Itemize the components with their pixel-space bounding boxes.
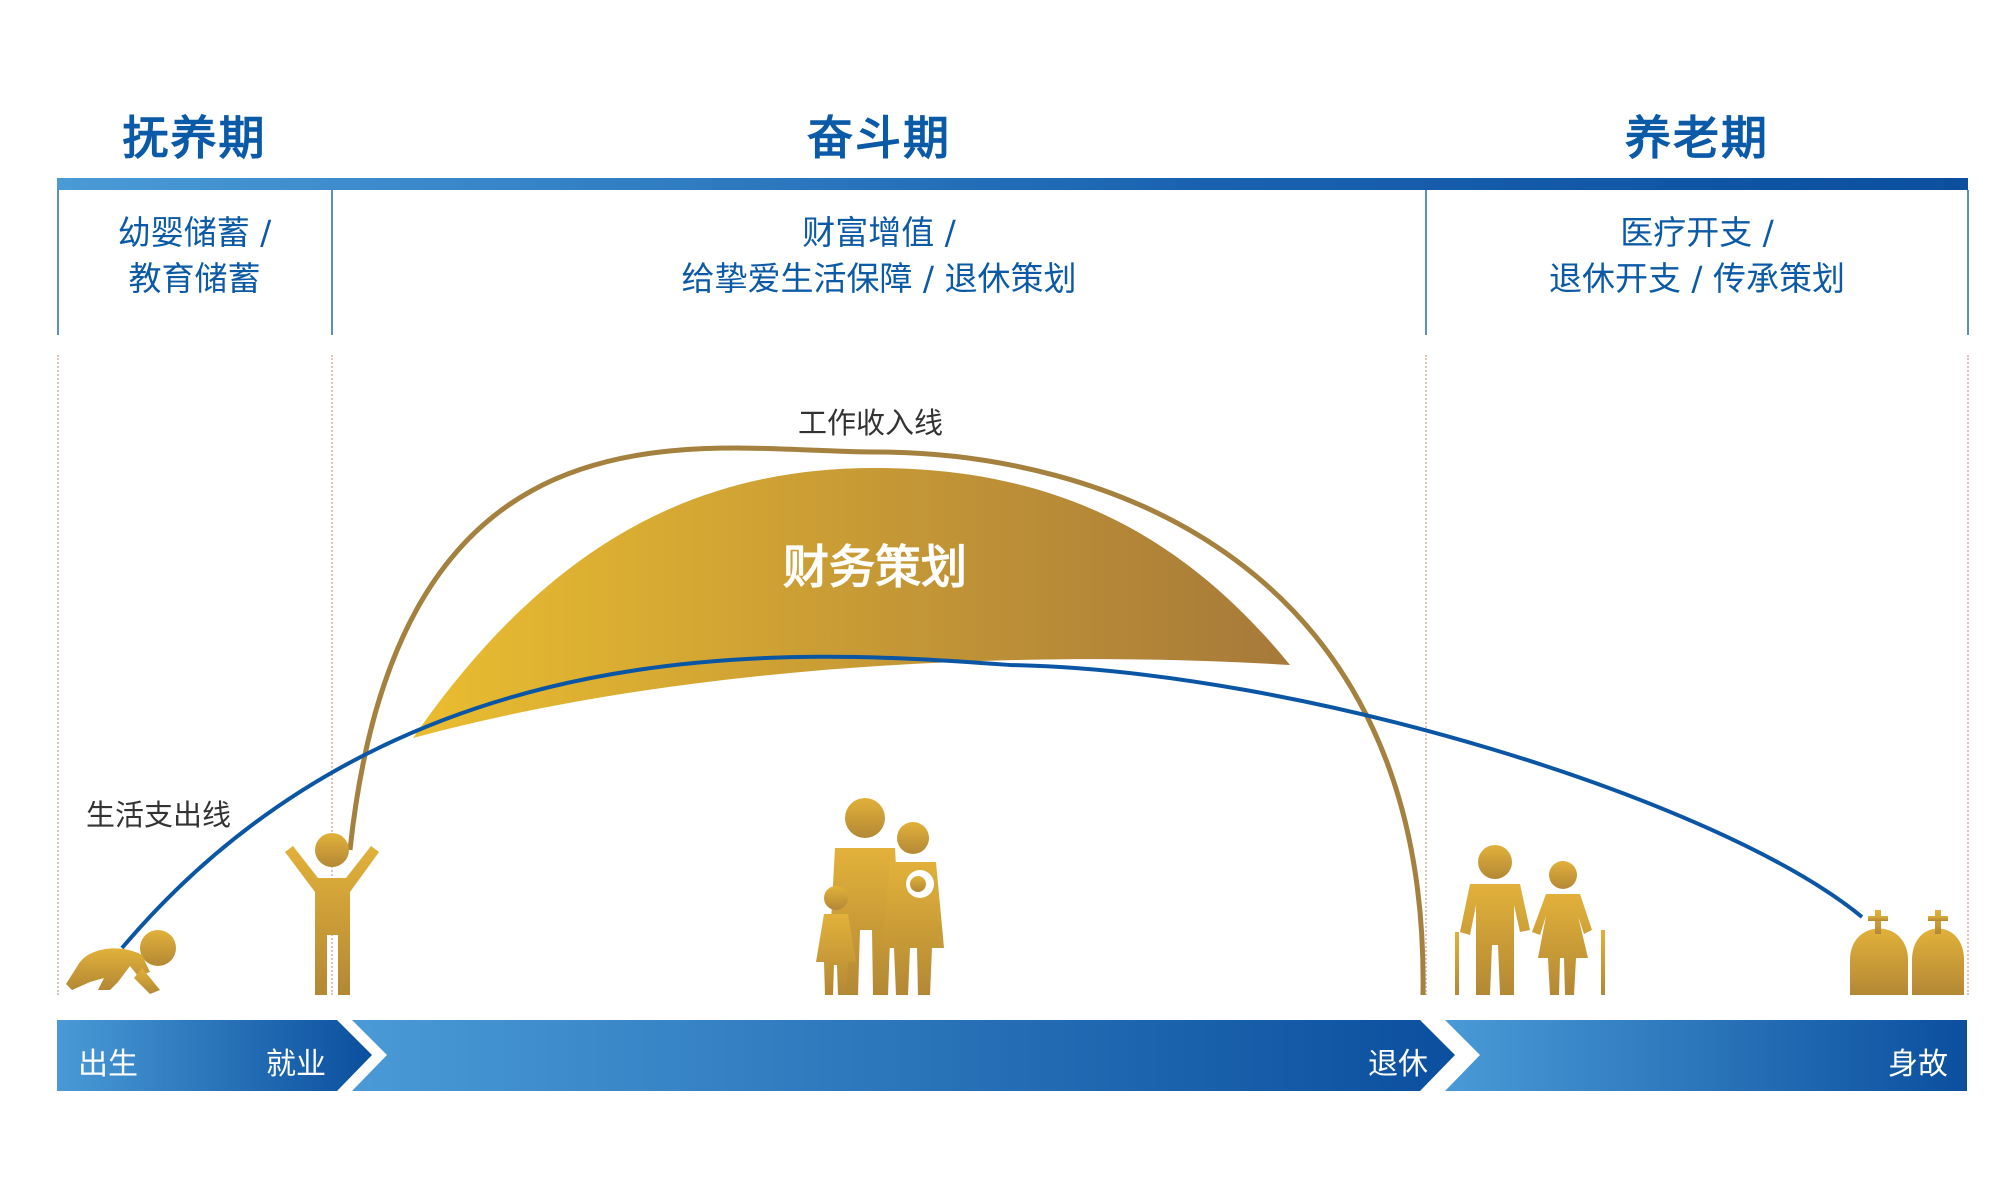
- income-line-label: 工作收入线: [798, 406, 944, 440]
- phase-desc-retirement: 医疗开支 / 退休开支 / 传承策划: [1426, 210, 1968, 302]
- column-guide: [1425, 355, 1427, 995]
- crawling-baby-icon: [66, 930, 176, 994]
- timeline-death: 身故: [1888, 1047, 1948, 1082]
- phase-desc-line: 给挚爱生活保障 / 退休策划: [681, 259, 1077, 298]
- arrow-segment-working: [352, 1020, 1455, 1091]
- column-guide: [331, 355, 333, 995]
- timeline-birth: 出生: [78, 1047, 138, 1082]
- phase-desc-line: 财富增值 /: [802, 213, 956, 252]
- financial-planning-area: [413, 468, 1290, 738]
- expense-line: [120, 654, 1864, 950]
- person-arms-up-icon: [285, 833, 379, 995]
- phase-title-nurture: 抚养期: [122, 111, 267, 165]
- phase-desc-line: 教育储蓄: [128, 259, 261, 298]
- column-guide: [57, 355, 59, 995]
- timeline-retirement: 退休: [1368, 1047, 1428, 1082]
- family-icon: [816, 798, 944, 995]
- phase-desc-line: 幼婴储蓄 /: [117, 213, 272, 252]
- financial-planning-label: 财务策划: [783, 540, 967, 594]
- phase-desc-line: 退休开支 / 传承策划: [1548, 259, 1846, 298]
- expense-line-label: 生活支出线: [86, 798, 232, 832]
- phase-desc-nurture: 幼婴储蓄 / 教育储蓄: [57, 210, 332, 302]
- column-guide: [1967, 355, 1969, 995]
- phase-title-struggle: 奋斗期: [807, 111, 951, 165]
- column-divider: [1425, 190, 1427, 335]
- tombstones-icon: [1850, 910, 1964, 995]
- timeline-employment: 就业: [266, 1047, 326, 1082]
- phase-desc-line: 医疗开支 /: [1620, 213, 1774, 252]
- income-line: [347, 445, 1426, 996]
- phase-title-retirement: 养老期: [1625, 111, 1769, 165]
- phase-header-bar: [57, 178, 1968, 190]
- column-divider: [331, 190, 333, 335]
- phase-desc-struggle: 财富增值 / 给挚爱生活保障 / 退休策划: [332, 210, 1426, 302]
- arrow-segment-retirement: [1445, 1020, 1967, 1091]
- column-divider: [1967, 190, 1969, 335]
- column-divider: [57, 190, 59, 335]
- arrow-segment-childhood: [57, 1020, 372, 1091]
- elderly-couple-icon: [1455, 845, 1605, 995]
